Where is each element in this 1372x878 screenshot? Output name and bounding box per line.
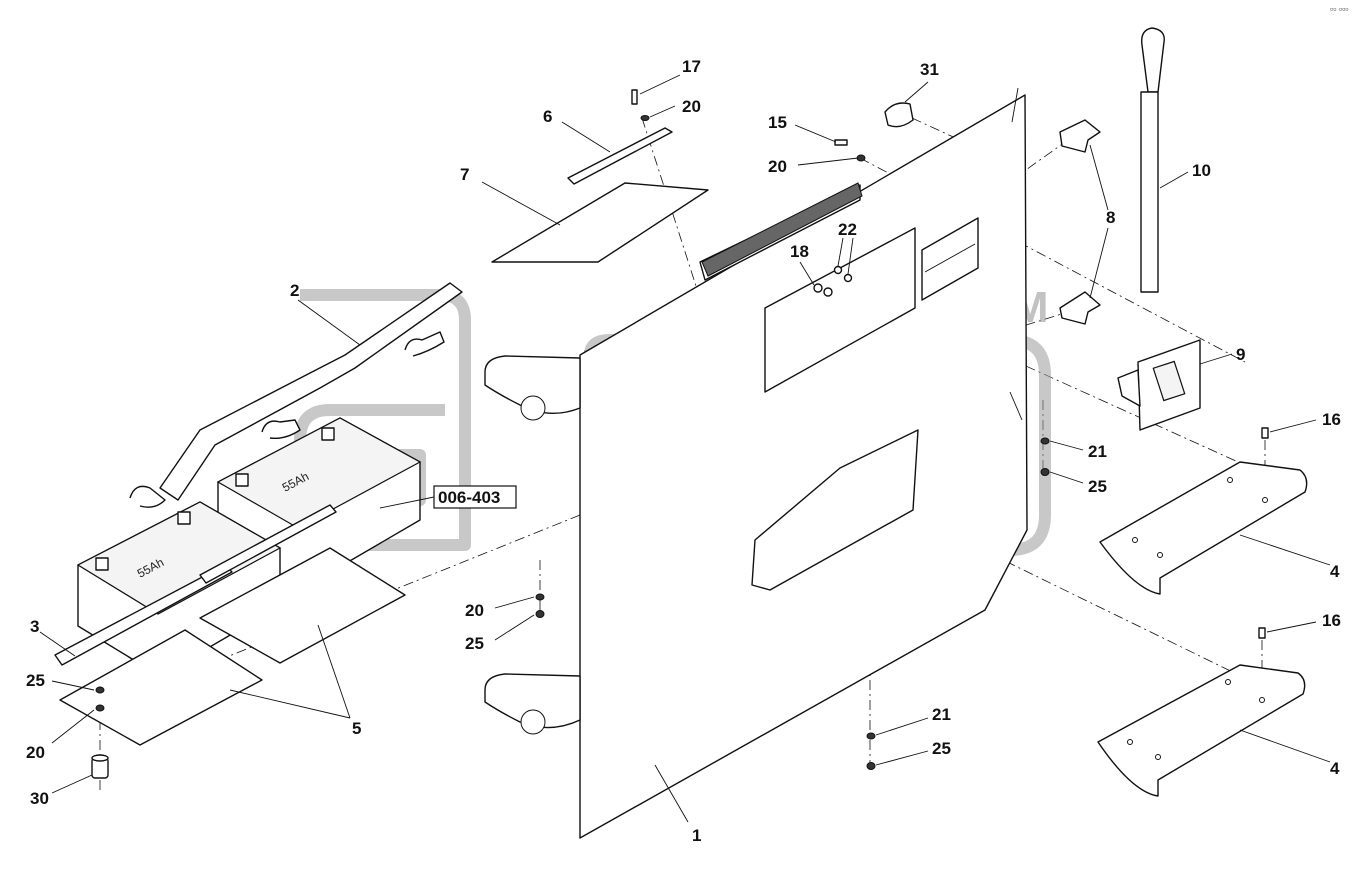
latch-9 xyxy=(1117,339,1201,431)
callout-30: 30 xyxy=(30,789,49,808)
nut-25-center xyxy=(535,610,545,618)
callout-10: 10 xyxy=(1192,161,1211,180)
callout-16: 16 xyxy=(1322,410,1341,429)
callout-7: 7 xyxy=(460,165,469,184)
callout-25: 25 xyxy=(465,634,484,653)
washer-20-center xyxy=(535,593,545,601)
base-plate-5 xyxy=(59,547,406,746)
strip-6 xyxy=(567,127,673,185)
washer-21-right xyxy=(1040,437,1050,445)
nut-22 xyxy=(833,265,843,275)
callout-8: 8 xyxy=(1106,208,1115,227)
screw-18 xyxy=(813,283,823,293)
callout-9: 9 xyxy=(1236,345,1245,364)
callout-4: 4 xyxy=(1330,562,1340,581)
corner-mark: ▫▫ ▫▫▫ xyxy=(1330,4,1348,14)
callout-6: 6 xyxy=(543,107,552,126)
reference-label: 006-403 xyxy=(438,488,500,507)
washer-21-bottom xyxy=(866,732,876,740)
tray-4-upper xyxy=(1099,461,1308,595)
callout-18: 18 xyxy=(790,242,809,261)
washer-20-left xyxy=(95,704,105,712)
clamp-3 xyxy=(54,504,337,666)
main-panel xyxy=(484,87,1028,839)
screw-16-lower xyxy=(1258,627,1266,639)
callout-4: 4 xyxy=(1330,759,1340,778)
leader-lines xyxy=(39,74,1331,823)
callout-1: 1 xyxy=(692,826,701,845)
callout-17: 17 xyxy=(682,57,701,76)
callout-16: 16 xyxy=(1322,611,1341,630)
callout-25: 25 xyxy=(932,739,951,758)
buffer-31 xyxy=(884,102,914,128)
holder-bar-2 xyxy=(129,282,463,508)
callout-20: 20 xyxy=(768,157,787,176)
callout-2: 2 xyxy=(290,281,299,300)
callout-21: 21 xyxy=(932,705,951,724)
callout-22: 22 xyxy=(838,220,857,239)
callouts: 17 20 6 7 31 15 20 18 22 10 8 9 16 16 4 … xyxy=(26,57,1341,845)
callout-20: 20 xyxy=(26,743,45,762)
hinge-8 xyxy=(1059,119,1101,325)
plate-7 xyxy=(491,182,709,263)
nut-25-right xyxy=(1040,468,1050,476)
nut-25-bottom xyxy=(866,762,876,770)
callout-25: 25 xyxy=(1088,477,1107,496)
callout-20: 20 xyxy=(682,97,701,116)
callout-31: 31 xyxy=(920,60,939,79)
screw-16-upper xyxy=(1261,427,1269,439)
nut-25-left xyxy=(95,686,105,694)
tray-4-lower xyxy=(1097,664,1306,797)
callout-20: 20 xyxy=(465,601,484,620)
washer-20-mid xyxy=(856,154,866,162)
callout-3: 3 xyxy=(30,617,39,636)
callout-21: 21 xyxy=(1088,442,1107,461)
damper-30 xyxy=(91,754,109,779)
callout-15: 15 xyxy=(768,113,787,132)
rod-10 xyxy=(1140,27,1165,293)
screw-15 xyxy=(834,139,848,146)
washer-20-top xyxy=(640,115,650,121)
screw-17 xyxy=(631,89,638,105)
callout-25: 25 xyxy=(26,671,45,690)
callout-5: 5 xyxy=(352,719,361,738)
